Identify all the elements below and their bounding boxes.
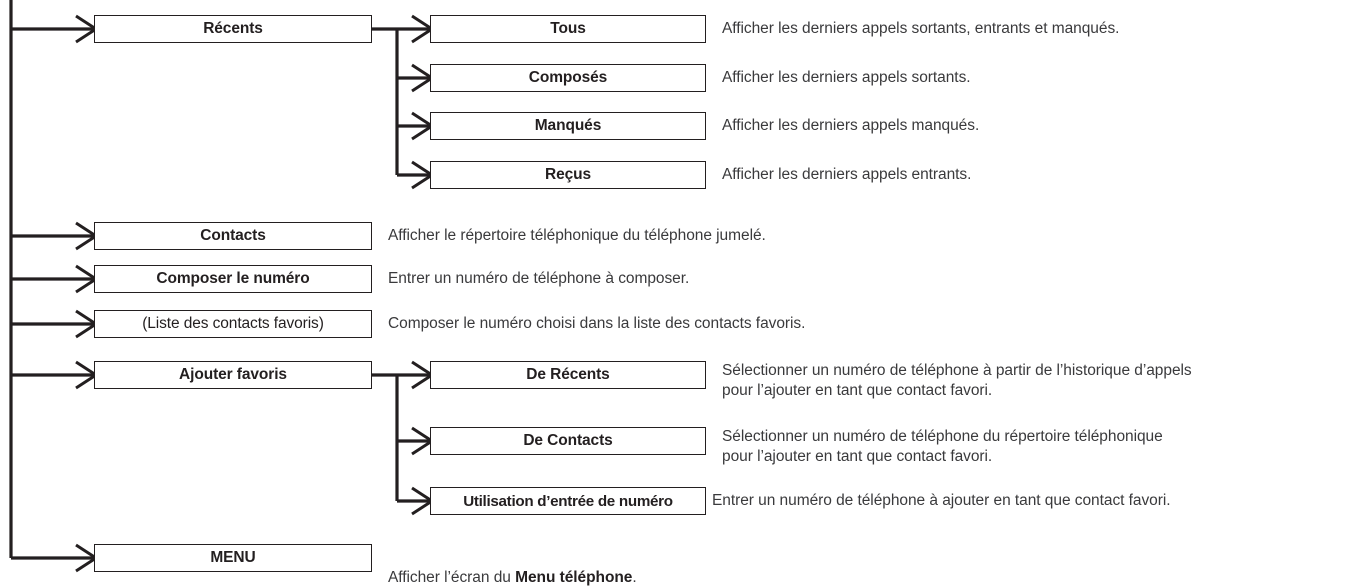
node-liste-des-contacts-favoris[interactable]: (Liste des contacts favoris) bbox=[94, 310, 372, 338]
arrowhead-contacts bbox=[75, 221, 99, 251]
description-menu-suffix: . bbox=[632, 569, 637, 586]
description-tous: Afficher les derniers appels sortants, e… bbox=[722, 20, 1120, 37]
arrowhead-menu bbox=[75, 543, 99, 573]
arrowhead-composer bbox=[75, 264, 99, 294]
node-composes[interactable]: Composés bbox=[430, 64, 706, 92]
node-manques[interactable]: Manqués bbox=[430, 112, 706, 140]
node-menu[interactable]: MENU bbox=[94, 544, 372, 572]
description-composer-le-numero: Entrer un numéro de téléphone à composer… bbox=[388, 270, 690, 287]
description-contacts: Afficher le répertoire téléphonique du t… bbox=[388, 227, 766, 244]
description-recus: Afficher les derniers appels entrants. bbox=[722, 166, 972, 183]
arrowhead-composes bbox=[411, 63, 435, 93]
node-ajouter-favoris[interactable]: Ajouter favoris bbox=[94, 361, 372, 389]
node-tous[interactable]: Tous bbox=[430, 15, 706, 43]
node-recus[interactable]: Reçus bbox=[430, 161, 706, 189]
arrowhead-manques bbox=[411, 111, 435, 141]
description-menu-emphasis: Menu téléphone bbox=[515, 569, 633, 586]
description-de-recents: Sélectionner un numéro de téléphone à pa… bbox=[722, 362, 1192, 399]
node-recents[interactable]: Récents bbox=[94, 15, 372, 43]
arrowhead-recus bbox=[411, 160, 435, 190]
node-de-contacts[interactable]: De Contacts bbox=[430, 427, 706, 455]
node-de-recents[interactable]: De Récents bbox=[430, 361, 706, 389]
description-menu-prefix: Afficher l’écran du bbox=[388, 569, 516, 586]
arrowhead-tous bbox=[411, 14, 435, 44]
arrowhead-de-contacts bbox=[411, 426, 435, 456]
phone-menu-tree-diagram: Récents Contacts Composer le numéro (Lis… bbox=[9, 0, 1192, 586]
description-menu: Afficher l’écran du Menu téléphone. bbox=[388, 548, 637, 588]
description-composes: Afficher les derniers appels sortants. bbox=[722, 69, 971, 86]
node-utilisation-entree-de-numero[interactable]: Utilisation d’entrée de numéro bbox=[430, 487, 706, 515]
description-liste-des-contacts-favoris: Composer le numéro choisi dans la liste … bbox=[388, 315, 806, 332]
arrowhead-de-recents bbox=[411, 360, 435, 390]
arrowhead-favoris-list bbox=[75, 309, 99, 339]
description-de-contacts: Sélectionner un numéro de téléphone du r… bbox=[722, 428, 1163, 465]
arrowhead-recents bbox=[75, 14, 99, 44]
arrowhead-utilisation bbox=[411, 486, 435, 516]
description-manques: Afficher les derniers appels manqués. bbox=[722, 117, 980, 134]
description-utilisation-entree-de-numero: Entrer un numéro de téléphone à ajouter … bbox=[712, 492, 1171, 509]
node-contacts[interactable]: Contacts bbox=[94, 222, 372, 250]
node-composer-le-numero[interactable]: Composer le numéro bbox=[94, 265, 372, 293]
arrowhead-ajouter-favoris bbox=[75, 360, 99, 390]
